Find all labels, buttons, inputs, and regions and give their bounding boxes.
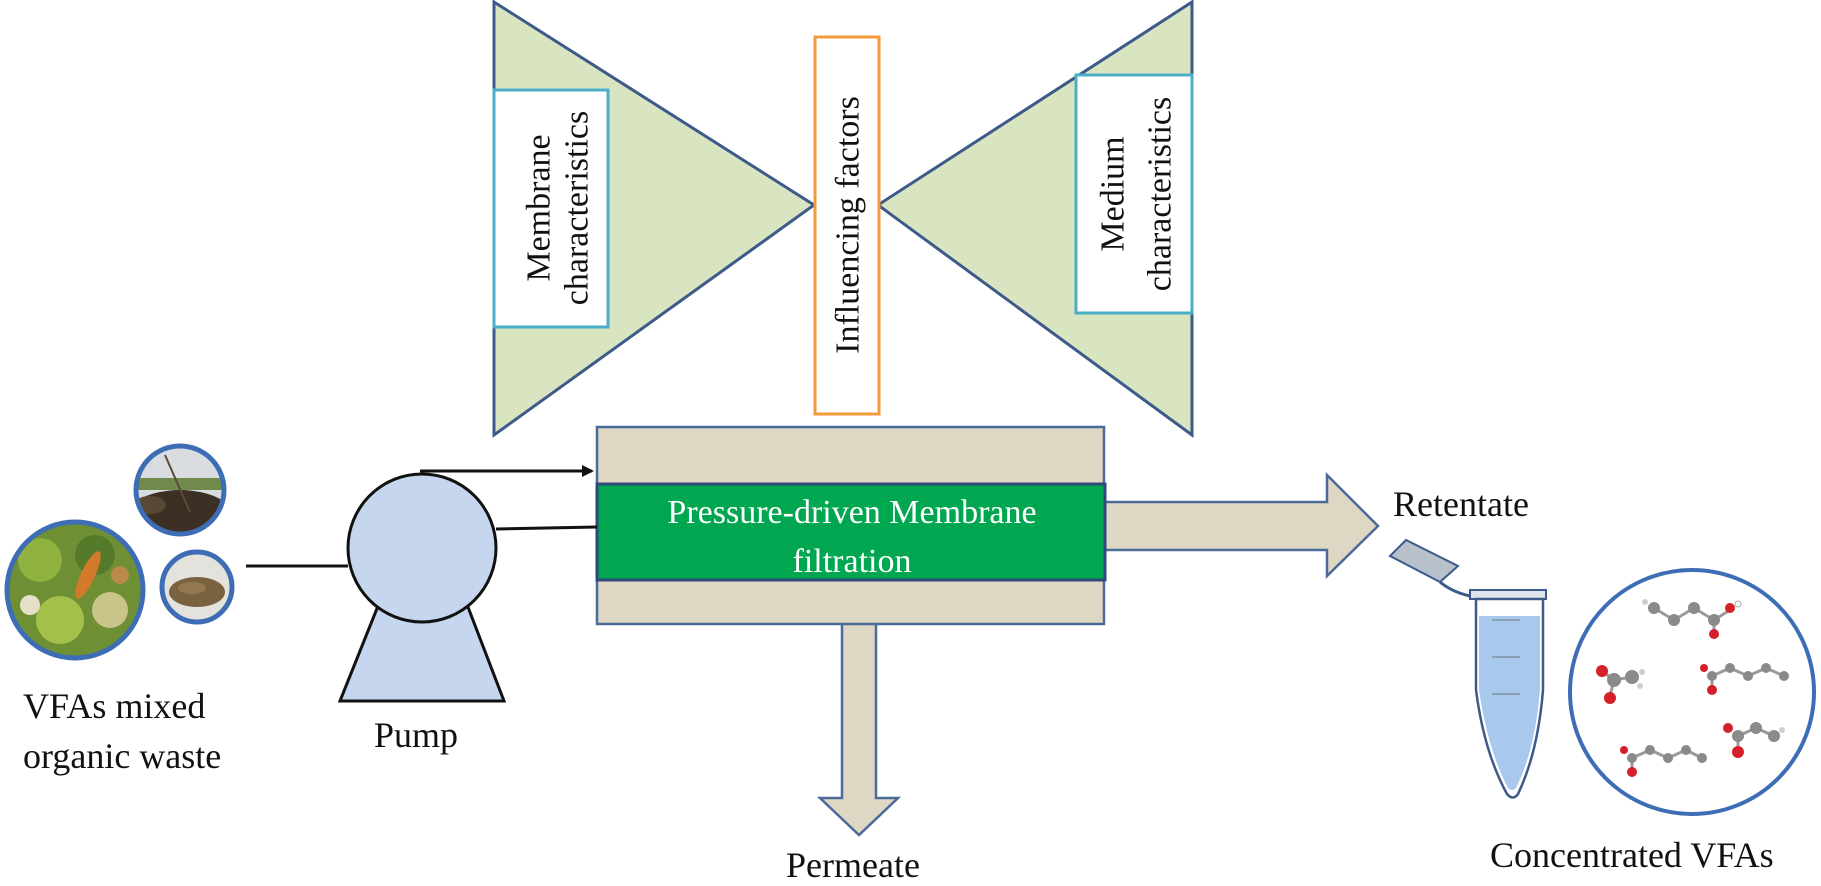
permeate-label: Permeate	[786, 845, 920, 885]
sludge-photo-icon	[159, 549, 235, 625]
food-waste-photo-icon	[4, 519, 146, 661]
concentrated-vfas-label: Concentrated VFAs	[1490, 835, 1774, 875]
vfa-molecules-icon	[1568, 568, 1816, 816]
membrane-filtration-band	[595, 482, 1107, 582]
process-label-line1: Pressure-driven Membrane	[667, 494, 1036, 531]
medium-characteristics-box: Medium characteristics	[1074, 73, 1194, 315]
membrane-characteristics-line1: Membrane	[521, 134, 558, 281]
process-label-line2: filtration	[793, 543, 912, 580]
soil-photo-icon	[133, 443, 227, 537]
membrane-characteristics-box: Membrane characteristics	[492, 88, 610, 329]
retentate-label: Retentate	[1393, 484, 1529, 524]
retentate-arrow	[1102, 471, 1380, 579]
influencing-factors-box: Influencing factors	[813, 35, 881, 416]
influencing-factors-label: Influencing factors	[830, 96, 867, 354]
pump-return-line	[495, 525, 598, 531]
medium-characteristics-line1: Medium	[1095, 136, 1132, 251]
membrane-characteristics-line2: characteristics	[559, 111, 596, 305]
medium-characteristics-line2: characteristics	[1142, 97, 1179, 291]
pump-icon	[337, 472, 507, 703]
microcentrifuge-tube-icon	[1388, 538, 1547, 799]
waste-label-line1: VFAs mixed	[23, 686, 206, 726]
pump-label: Pump	[374, 715, 459, 755]
waste-label-line2: organic waste	[23, 736, 222, 776]
